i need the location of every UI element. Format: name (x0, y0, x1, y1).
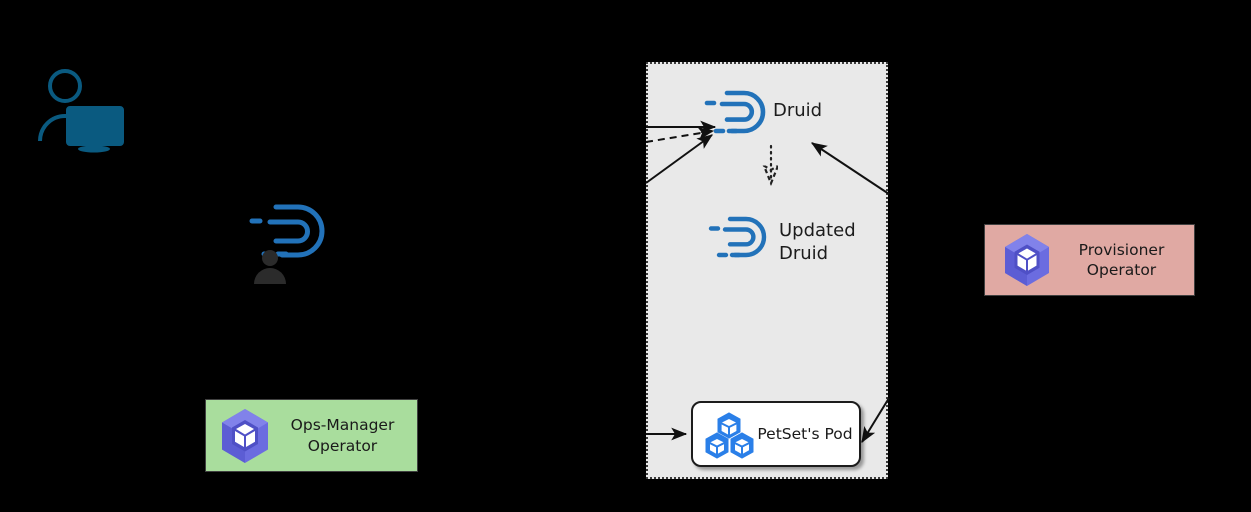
druid-logo-icon (702, 88, 772, 143)
user-glyph (254, 250, 286, 284)
arrow-to-druid-solid-lower (645, 134, 713, 184)
petset-pod-node[interactable]: PetSet's Pod (691, 401, 861, 467)
operator-cube-icon (999, 232, 1055, 288)
updated-druid-logo-icon (706, 214, 774, 266)
kubernetes-pod-cubes-icon (702, 411, 758, 461)
provisioner-operator-box[interactable]: Provisioner Operator (985, 225, 1194, 295)
user-with-monitor-icon (36, 68, 126, 154)
petset-pod-label: PetSet's Pod (757, 424, 853, 443)
arrow-provisioner-to-druid (810, 142, 890, 195)
arrow-provisioner-to-petset-pod (861, 397, 890, 444)
provisioner-operator-label: Provisioner Operator (1078, 240, 1165, 279)
druid-with-user-icon (246, 198, 346, 286)
operator-cube-icon (216, 407, 274, 465)
ops-manager-operator-box[interactable]: Ops-Manager Operator (206, 400, 417, 471)
druid-node-label: Druid (773, 100, 823, 121)
updated-druid-node-label: Updated Druid (779, 220, 856, 265)
ops-manager-operator-label: Ops-Manager Operator (290, 416, 395, 455)
